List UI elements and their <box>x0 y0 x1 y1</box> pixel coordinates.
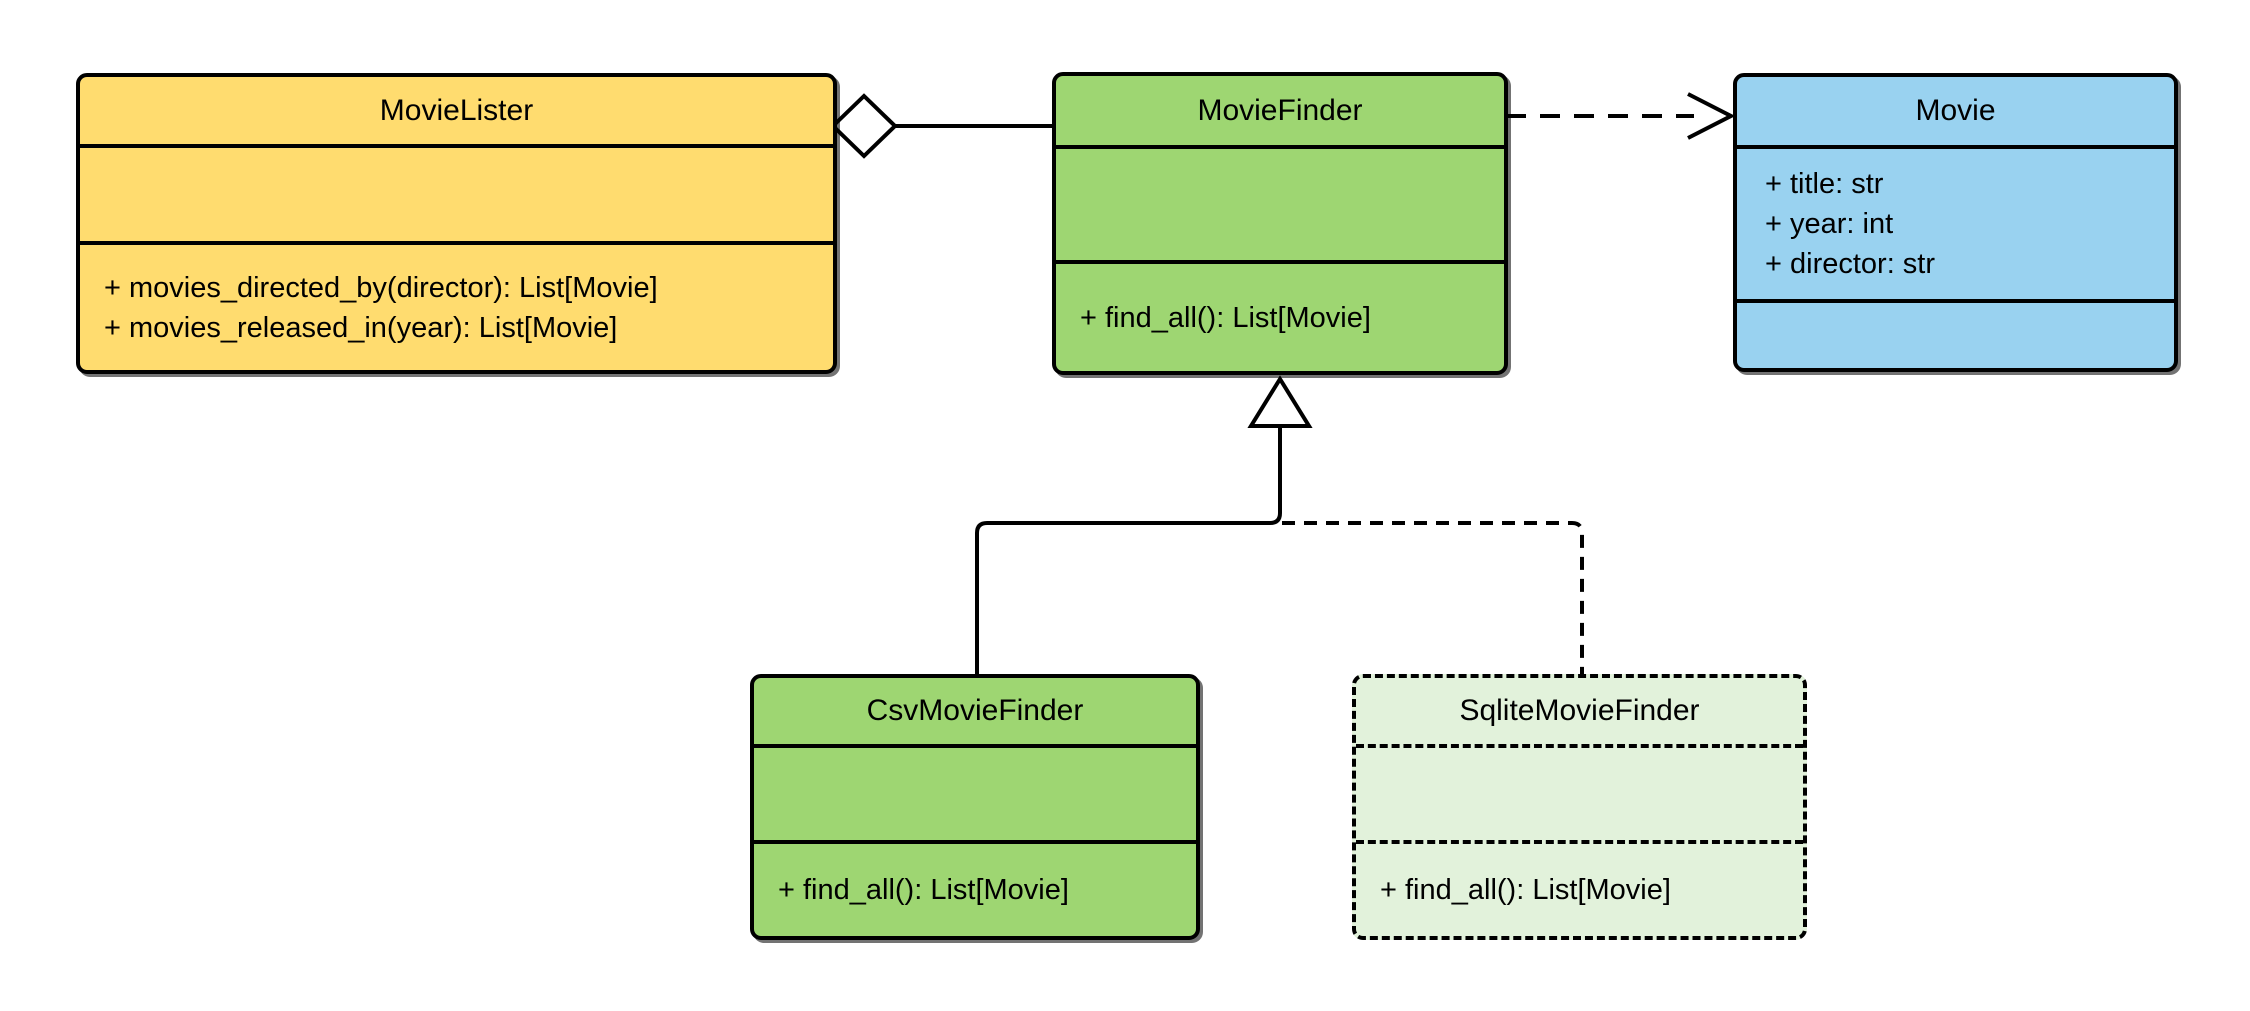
class-box-csvmoviefinder: CsvMovieFinder + find_all(): List[Movie] <box>750 674 1200 940</box>
class-box-moviefinder: MovieFinder + find_all(): List[Movie] <box>1052 72 1508 375</box>
methods-compartment: + find_all(): List[Movie] <box>754 840 1196 936</box>
class-name-label: CsvMovieFinder <box>866 694 1084 727</box>
inheritance-triangle-icon <box>1247 375 1313 428</box>
class-name-label: Movie <box>1915 94 1996 127</box>
methods-compartment: + find_all(): List[Movie] <box>1356 840 1803 936</box>
class-box-movielister: MovieLister + movies_directed_by(directo… <box>76 73 837 374</box>
attributes-compartment <box>80 144 833 241</box>
dependency-arrowhead-icon <box>1687 92 1736 140</box>
methods-compartment <box>1737 299 2174 368</box>
class-name: MovieLister <box>80 77 833 144</box>
attributes-compartment: + title: str + year: int + director: str <box>1737 145 2174 299</box>
class-name-label: MovieFinder <box>1197 93 1363 127</box>
attributes-compartment <box>1356 744 1803 840</box>
inheritance-branch-csv <box>975 426 1282 676</box>
class-name: Movie <box>1737 77 2174 145</box>
method-item: + find_all(): List[Movie] <box>1380 874 1671 906</box>
attributes-compartment <box>1056 145 1504 260</box>
class-box-sqlitemoviefinder: SqliteMovieFinder + find_all(): List[Mov… <box>1352 674 1807 940</box>
attribute-item: + director: str <box>1765 248 1936 280</box>
class-name-label: SqliteMovieFinder <box>1459 694 1700 727</box>
class-box-movie: Movie + title: str + year: int + directo… <box>1733 73 2178 372</box>
method-item: + movies_directed_by(director): List[Mov… <box>104 271 658 304</box>
inheritance-branch-sqlite <box>1282 521 1584 676</box>
method-item: + find_all(): List[Movie] <box>778 874 1069 906</box>
class-name: SqliteMovieFinder <box>1356 678 1803 744</box>
attributes-compartment <box>754 744 1196 840</box>
class-name: MovieFinder <box>1056 76 1504 145</box>
attribute-item: + title: str <box>1765 168 1884 200</box>
class-name-label: MovieLister <box>379 93 534 127</box>
aggregation-diamond-icon <box>830 93 898 159</box>
method-item: + find_all(): List[Movie] <box>1080 301 1371 334</box>
methods-compartment: + find_all(): List[Movie] <box>1056 260 1504 371</box>
attribute-item: + year: int <box>1765 208 1894 240</box>
class-name: CsvMovieFinder <box>754 678 1196 744</box>
methods-compartment: + movies_directed_by(director): List[Mov… <box>80 241 833 370</box>
method-item: + movies_released_in(year): List[Movie] <box>104 311 618 344</box>
